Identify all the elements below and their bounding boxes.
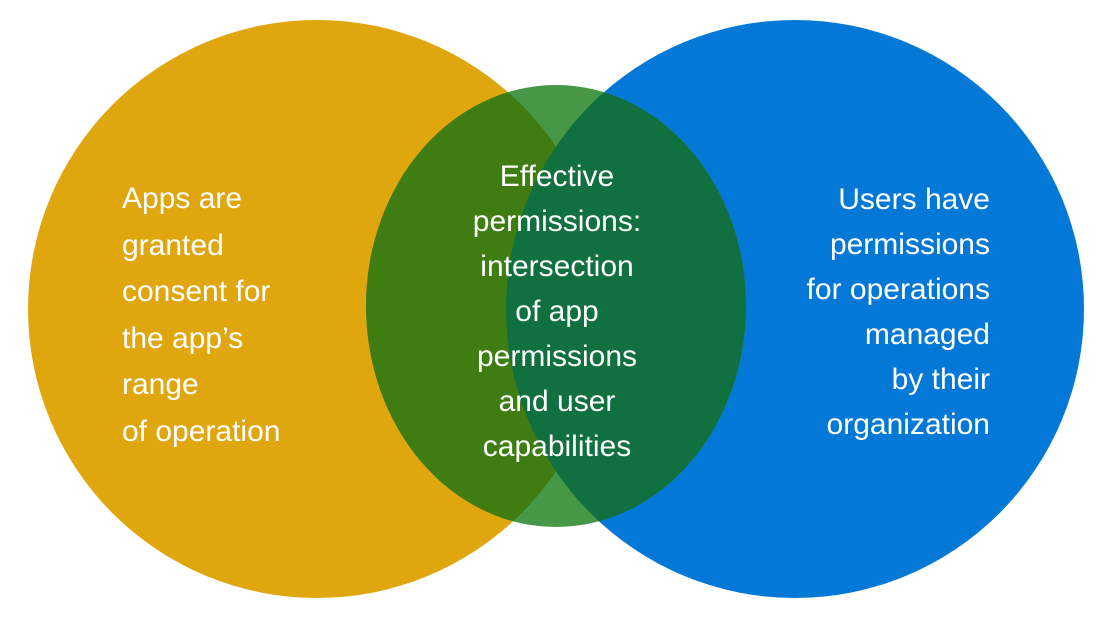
intersection-over-right-circle [506, 85, 746, 527]
